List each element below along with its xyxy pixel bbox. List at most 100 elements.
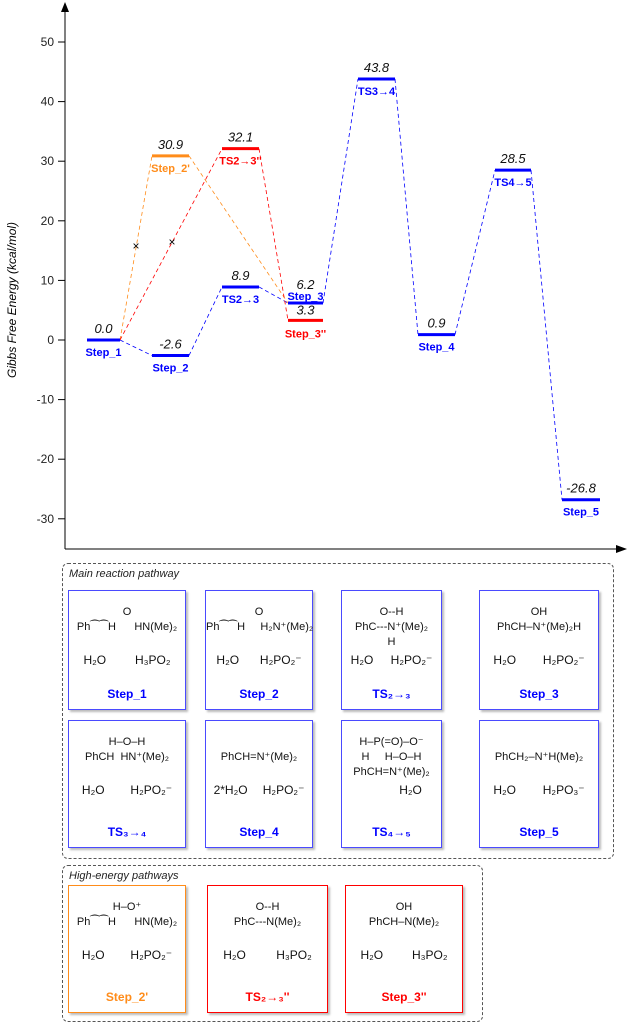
reagent: H₂PO₂⁻ [130,783,173,797]
energy-value-label: 32.1 [228,130,253,145]
high-energy-panel: High-energy pathways [62,865,483,1022]
molecule-structure: PhCH₂–N⁺H(Me)₂ [494,751,584,763]
blocked-cross-icon: × [132,239,139,253]
reagent: H₂O [350,653,374,667]
structure-box: H–O⁺ Ph⁀⁀H HN(Me)₂ H₂O H₂PO₂⁻ Step_2' [68,885,186,1013]
level-name-label: Step_3 [287,291,323,303]
reagent: H₂O [223,948,246,962]
connector-ts23pp [258,148,289,321]
connector-main [119,339,153,356]
y-tick-label: 50 [41,35,55,49]
level-name-label: TS4→5 [494,177,531,189]
reagent: H₂PO₂⁻ [262,783,305,797]
connector-main [188,286,223,356]
level-name-label: Step_3'' [285,328,327,340]
main-pathway-panel: Main reaction pathway [62,563,614,859]
molecule-structure: H–O⁺ Ph⁀⁀H HN(Me)₂ [76,901,178,928]
blocked-cross-icon: × [168,235,175,249]
reagent: H₃PO₂ [276,948,312,962]
reagent: H₂PO₂⁻ [390,653,433,667]
energy-value-label: 43.8 [364,60,390,75]
y-tick-label: 30 [41,154,55,168]
connector-step2prime [188,155,289,304]
reagent: H₂O [493,653,517,667]
connector-main [394,78,419,335]
connector-main [322,78,359,304]
molecule-structure: OH PhCH–N(Me)₂ [368,901,440,928]
connector-main [454,170,496,335]
molecule-structure: OH PhCH–N⁺(Me)₂H [496,606,582,633]
energy-value-label: 6.2 [296,277,315,292]
box-label: TS₂→₃'' [245,990,290,1004]
reagent: H₂PO₃⁻ [542,783,585,797]
box-label: Step_2' [105,990,149,1004]
structure-box: H–O–H PhCH HN⁺(Me)₂ H₂O H₂PO₂⁻ TS₃→₄ [68,720,186,848]
y-tick-label: 40 [41,95,55,109]
energy-value-label: -26.8 [566,481,596,496]
energy-value-label: -2.6 [159,336,182,351]
reagent: H₂O [83,653,107,667]
energy-value-label: 3.3 [296,302,315,317]
box-label: Step_5 [519,825,559,839]
structure-box: O Ph⁀⁀H H₂N⁺(Me)₂ H₂O H₂PO₂⁻ Step_2 [205,590,313,710]
energy-value-label: 0.0 [94,321,113,336]
energy-value-label: 30.9 [158,137,183,152]
panel-title: Main reaction pathway [69,568,180,580]
x-axis-arrow [616,545,627,553]
box-label: Step_1 [107,687,147,701]
box-label: Step_4 [239,825,279,839]
y-axis-label: Gibbs Free Energy (kcal/mol) [5,222,19,378]
reagent: H₂PO₂⁻ [259,653,302,667]
y-tick-label: -20 [37,452,55,466]
structure-box: PhCH₂–N⁺H(Me)₂ H₂O H₂PO₃⁻ Step_5 [479,720,599,848]
box-label: TS₃→₄ [107,825,147,839]
reagent: H₂O [216,653,240,667]
box-label: Step_2 [239,687,279,701]
level-name-label: TS3→4 [358,86,396,98]
level-name-label: TS2→3'' [219,156,262,168]
molecule-structure: O--H PhC---N⁺(Me)₂ H [354,606,428,648]
y-tick-label: -10 [37,393,55,407]
molecule-structure: O Ph⁀⁀H H₂N⁺(Me)₂ [206,606,314,633]
reagent: H₃PO₂ [411,948,448,962]
box-label: Step_3 [519,687,559,701]
y-tick-label: 10 [41,273,55,287]
y-axis-arrow [61,2,69,12]
energy-value-label: 28.5 [499,151,526,166]
structure-box: O--H PhC---N⁺(Me)₂ H H₂O H₂PO₂⁻ TS₂→₃ [341,590,442,710]
structure-box: H–P(=O)–O⁻ H H–O–H PhCH=N⁺(Me)₂ H₂O TS₄→… [341,720,442,848]
reagent: H₂O [493,783,517,797]
molecule-structure: O--H PhC---N(Me)₂ [233,901,302,928]
reagent: H₂O [81,783,105,797]
reagent: H₃PO₂ [134,653,171,667]
y-tick-label: 0 [47,333,54,347]
molecule-structure: PhCH=N⁺(Me)₂ [220,751,298,763]
reagent: H₂O [81,948,105,962]
box-label: TS₂→₃ [372,687,411,701]
connector-main [530,170,563,500]
connector-ts23pp [119,148,223,341]
structure-box: O--H PhC---N(Me)₂ H₂O H₃PO₂ TS₂→₃'' [207,885,328,1013]
structure-box: O Ph⁀⁀H HN(Me)₂ H₂O H₃PO₂ Step_1 [68,590,186,710]
box-label: Step_3'' [381,990,427,1004]
box-label: TS₄→₅ [372,825,411,839]
level-name-label: Step_4 [418,342,455,354]
panel-title: High-energy pathways [69,870,179,882]
energy-value-label: 0.9 [427,316,445,331]
reagent: H₂PO₂⁻ [130,948,173,962]
level-name-label: Step_2' [151,163,190,175]
y-tick-label: -30 [37,512,55,526]
reagent: H₂O [360,948,384,962]
reagent: H₂O [399,783,422,797]
structure-box: OH PhCH–N(Me)₂ H₂O H₃PO₂ Step_3'' [345,885,463,1013]
molecule-structure: H–O–H PhCH HN⁺(Me)₂ [84,736,170,763]
level-name-label: Step_5 [563,507,599,519]
level-name-label: Step_1 [85,347,121,359]
level-name-label: TS2→3 [222,294,259,306]
molecule-structure: H–P(=O)–O⁻ H H–O–H PhCH=N⁺(Me)₂ [353,736,430,778]
connector-step2prime [119,155,153,341]
molecule-structure: O Ph⁀⁀H HN(Me)₂ [76,606,178,633]
